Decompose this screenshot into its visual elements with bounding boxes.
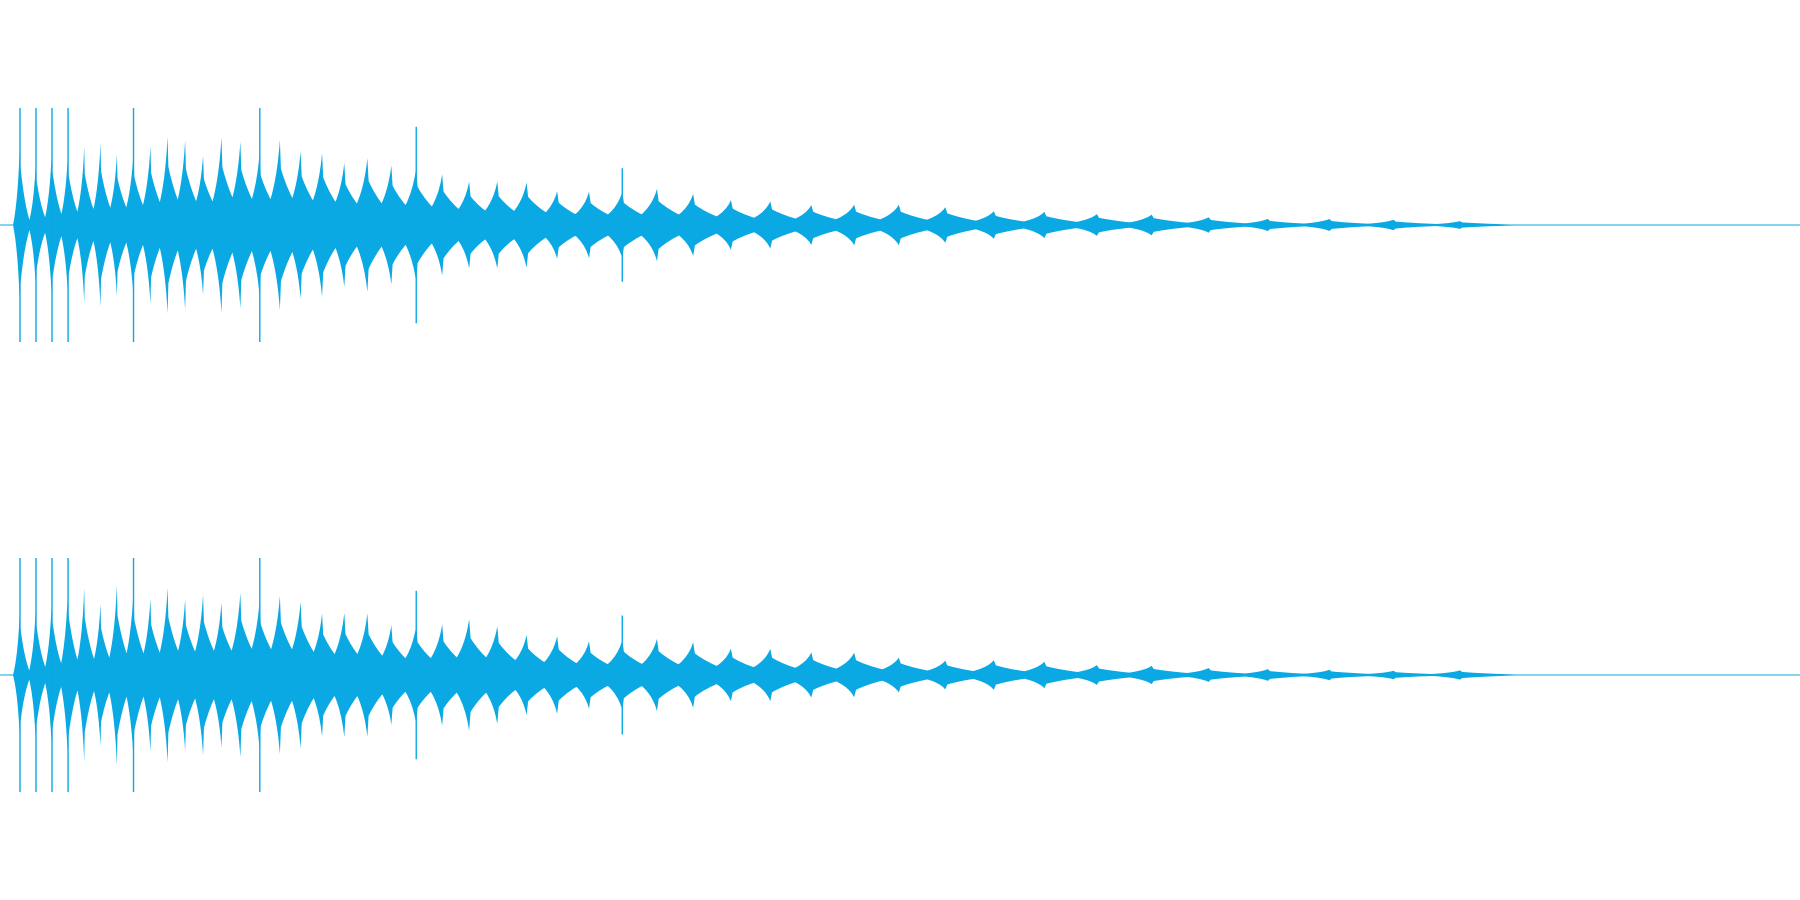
channel-1-pulse (1346, 219, 1468, 231)
waveform-channel-1-graphic (0, 108, 1800, 342)
channel-1-pulse (88, 143, 119, 307)
channel-2-pulse (28, 598, 49, 752)
channel-1-pulse (58, 148, 84, 302)
channel-2-pulse (1164, 668, 1279, 682)
channel-2-pulse (58, 584, 84, 766)
channel-1-pulse (28, 155, 49, 295)
channel-1-pulse (1283, 219, 1403, 231)
waveform-channel-2-graphic (0, 558, 1800, 792)
channel-1-pulse (73, 146, 102, 304)
channel-1-pulse (43, 143, 67, 307)
channel-2-pulse (1223, 669, 1340, 681)
channel-2-pulse (1108, 665, 1221, 685)
channel-2-pulse (73, 588, 102, 762)
channel-1-pulse (13, 134, 32, 316)
channel-1-pulse (1412, 221, 1536, 229)
channel-2-pulse (1283, 669, 1403, 681)
channel-1-pulse (1108, 214, 1221, 236)
channel-1-pulse (1164, 217, 1279, 233)
waveform-channel-1 (0, 108, 1800, 342)
channel-2-pulse (13, 602, 32, 748)
channel-2-pulse (1412, 670, 1536, 680)
channel-1-pulse (1223, 218, 1340, 232)
channel-2-pulse (43, 594, 67, 756)
waveform-channel-2 (0, 450, 1800, 900)
channel-2-pulse (1346, 670, 1468, 680)
channel-2-pulse (88, 603, 119, 747)
